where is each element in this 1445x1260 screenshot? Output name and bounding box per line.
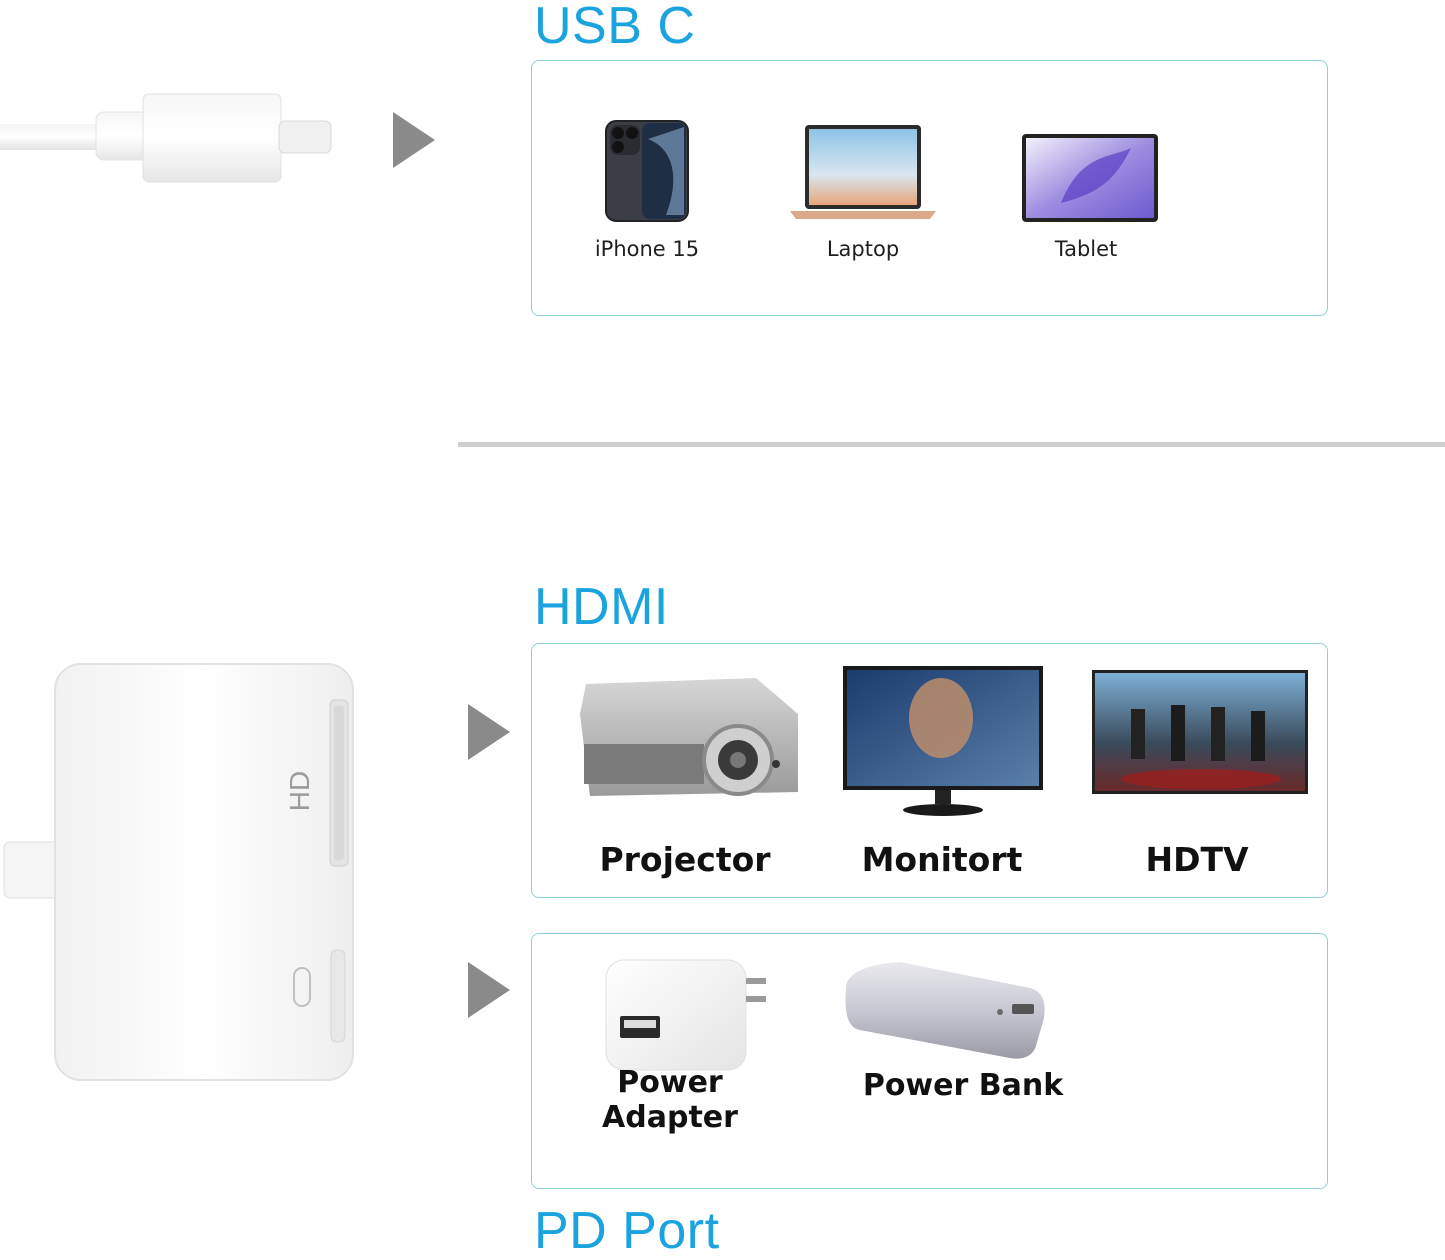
- usbc-panel: iPhone 15 Laptop Tablet: [531, 60, 1328, 316]
- adapter-icon: [0, 660, 360, 1085]
- device-label-hdtv: HDTV: [1145, 840, 1249, 879]
- device-label-laptop: Laptop: [826, 237, 900, 261]
- hdmi-heading: HDMI: [534, 578, 669, 636]
- pd-heading: PD Port: [534, 1202, 720, 1260]
- device-label-iphone: iPhone 15: [594, 237, 700, 261]
- tablet-icon: [1021, 133, 1159, 223]
- laptop-icon: [790, 123, 936, 223]
- device-label-tablet: Tablet: [1054, 237, 1118, 261]
- usbc-cable-icon: [0, 88, 340, 188]
- tv-icon: [1091, 669, 1309, 795]
- hdmi-panel: Projector Monitort: [531, 643, 1328, 898]
- usbc-arrow: [393, 112, 435, 168]
- usbc-heading: USB C: [534, 0, 696, 55]
- device-label-power-adapter: Power Adapter: [602, 1065, 738, 1135]
- power-adapter-icon: [602, 950, 778, 1076]
- iphone-icon: [604, 119, 690, 223]
- monitor-icon: [841, 664, 1045, 818]
- device-label-power-bank: Power Bank: [862, 1068, 1064, 1103]
- section-divider: [458, 442, 1445, 447]
- device-label-projector: Projector: [599, 840, 771, 879]
- adapter-port-label: HD: [284, 770, 316, 812]
- projector-icon: [576, 674, 822, 814]
- pd-arrow: [468, 962, 510, 1018]
- pd-panel: Power Adapter Power Bank: [531, 933, 1328, 1189]
- device-label-monitor: Monitort: [861, 840, 1023, 879]
- power-bank-icon: [840, 958, 1050, 1062]
- hdmi-arrow: [468, 704, 510, 760]
